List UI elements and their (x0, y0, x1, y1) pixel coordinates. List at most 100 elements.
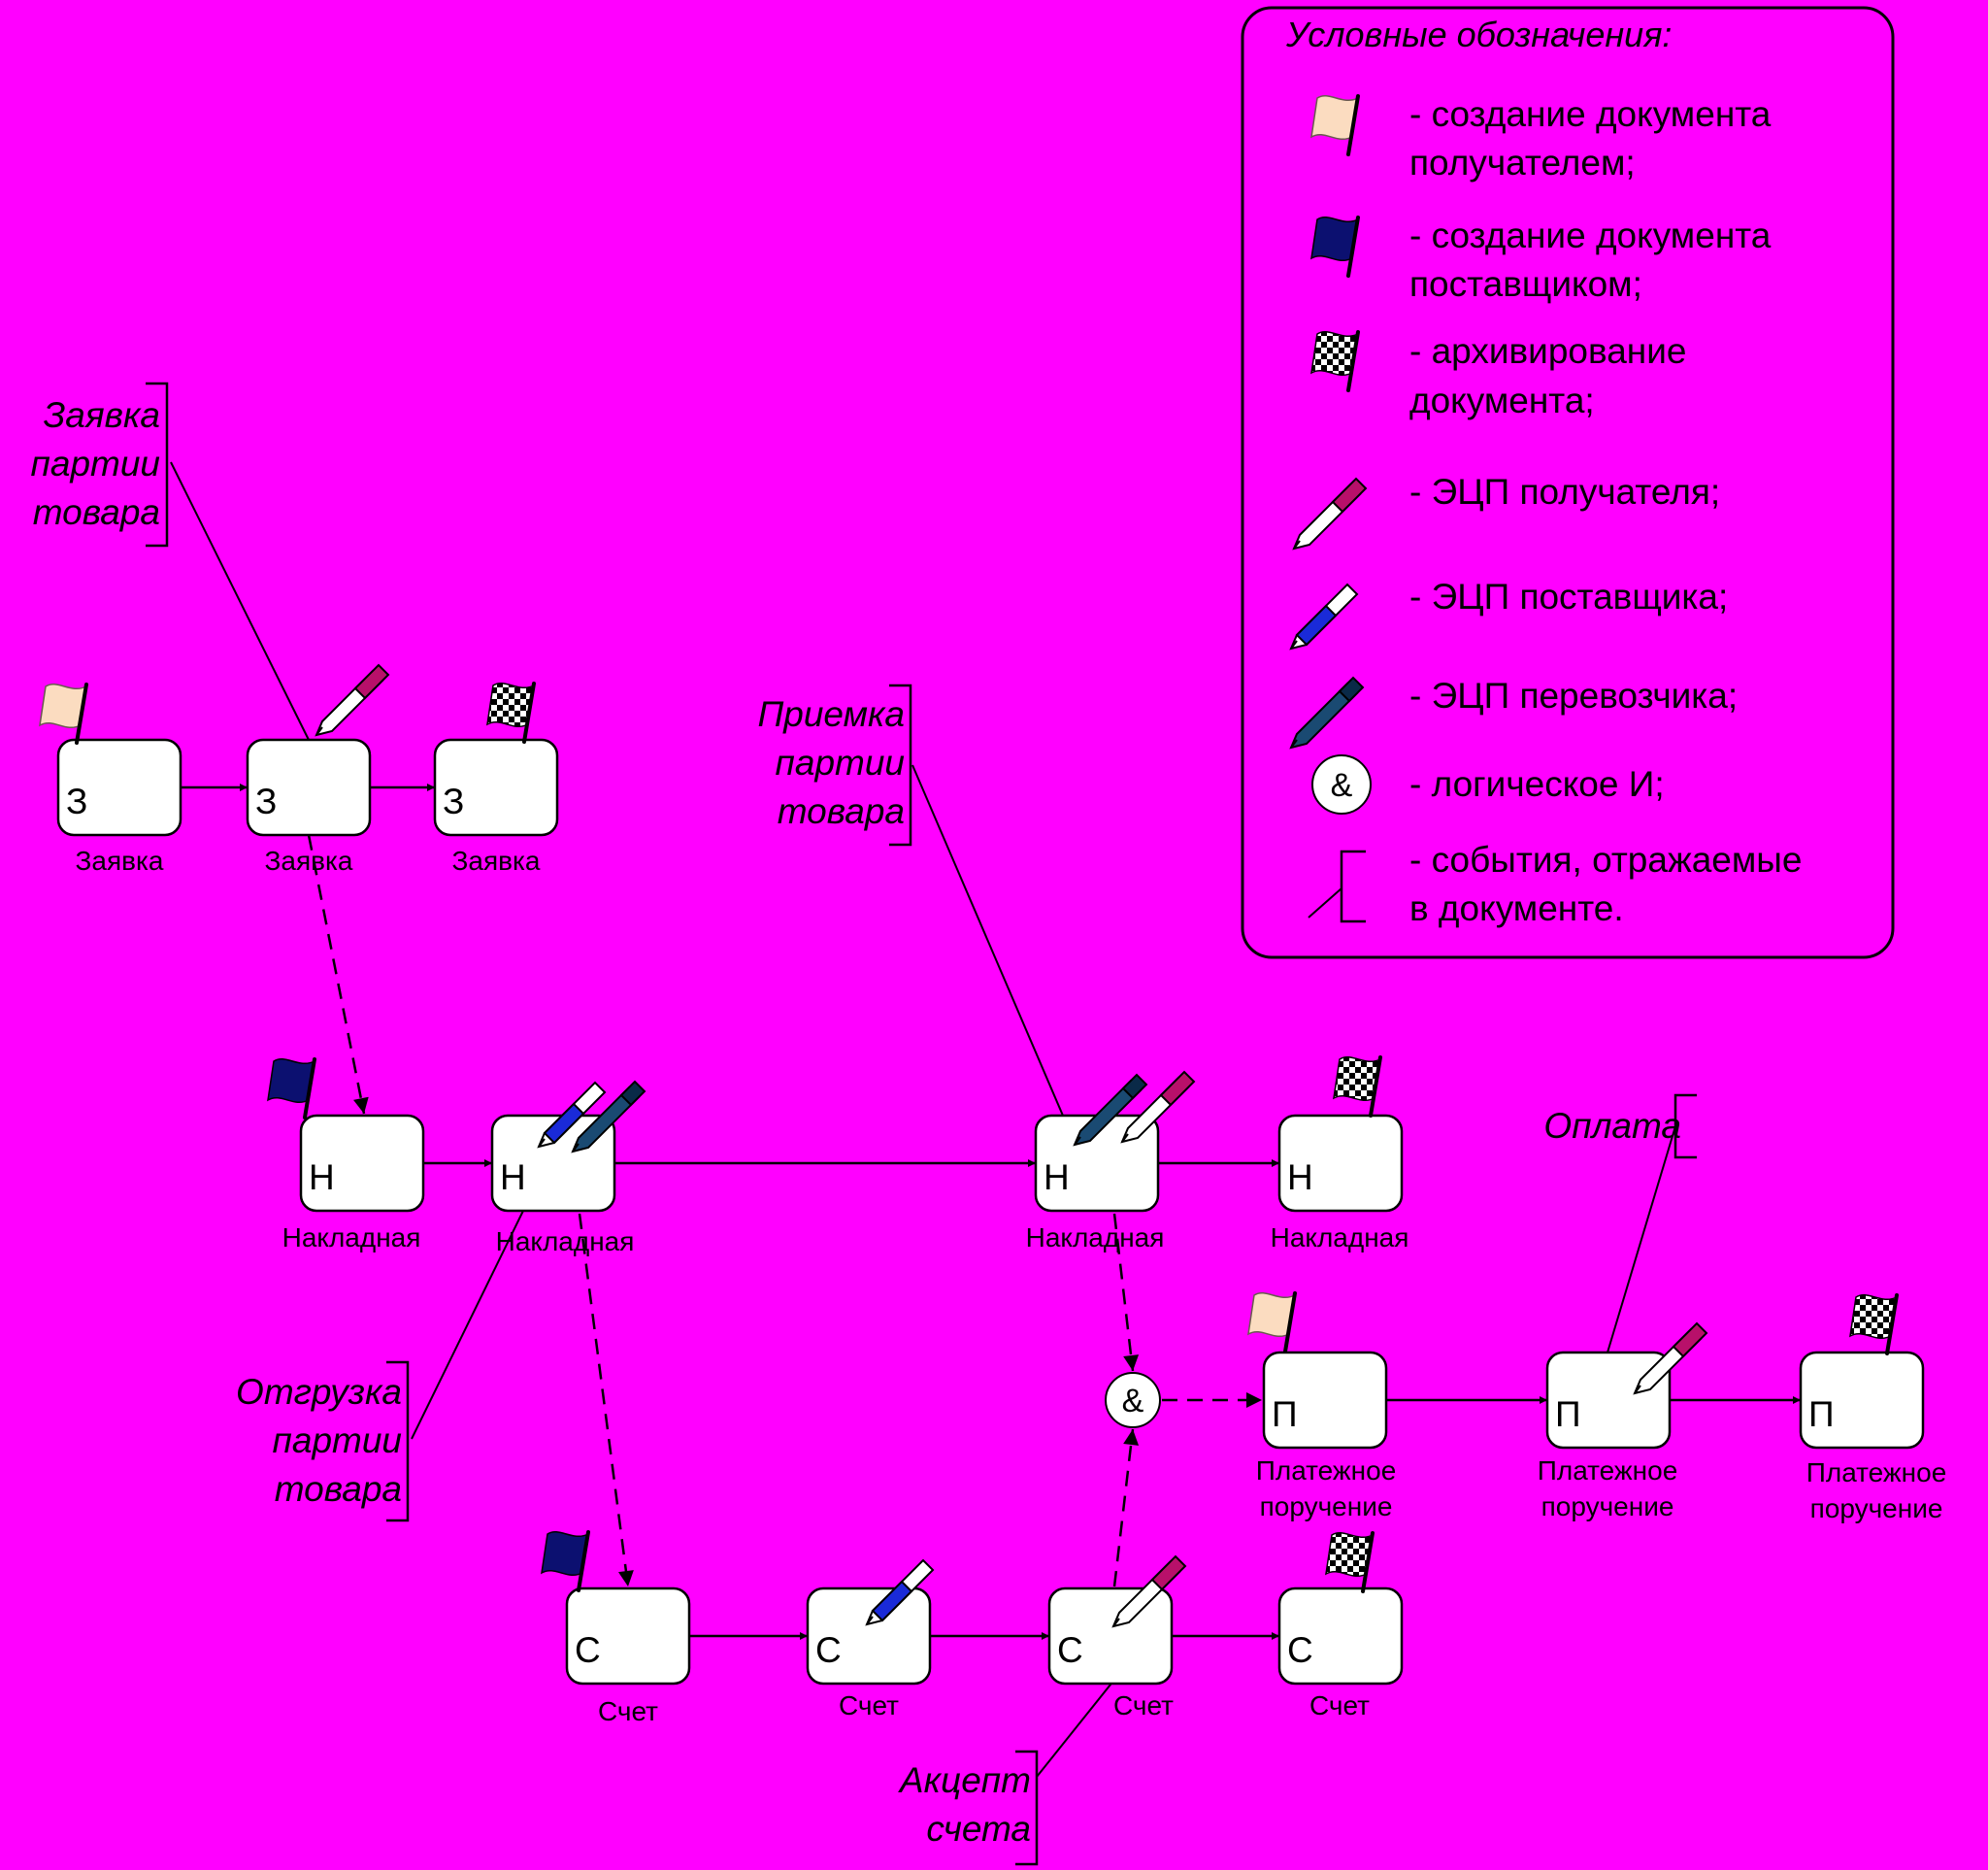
document-box (1545, 1351, 1672, 1450)
document-letter: С (815, 1630, 842, 1670)
legend-item-text: документа; (1409, 381, 1595, 420)
flag-navy-icon (1309, 215, 1360, 278)
legend-item-text: - архивирование (1409, 331, 1687, 371)
edge-z2-n1 (307, 834, 369, 1115)
pen-supplier-icon (1290, 584, 1358, 650)
annotation-text: Заявка (44, 395, 160, 435)
annotation-text: Оплата (1543, 1106, 1681, 1146)
document-node-n1: Н Накладная (266, 1056, 425, 1252)
legend-item-6: & (1311, 754, 1372, 815)
document-box (299, 1114, 425, 1213)
event-bracket (1015, 1750, 1039, 1866)
legend-item-text: - создание документа (1409, 94, 1772, 134)
flag-navy-icon (266, 1056, 316, 1119)
nodes: ЗЗаявкаЗЗаявкаЗЗаявкаННакладнаяННакладна… (38, 664, 1947, 1726)
document-letter: Н (309, 1157, 335, 1197)
document-label: Счет (598, 1696, 658, 1726)
document-letter: С (1057, 1630, 1083, 1670)
event-bracket (146, 382, 169, 548)
legend-title: Условные обозначения: (1285, 15, 1672, 54)
document-label: Счет (1309, 1690, 1370, 1720)
annotation-text: партии (776, 743, 906, 783)
legend-item-text: - события, отражаемые (1409, 840, 1802, 880)
and-gate-circle (1105, 1372, 1161, 1428)
document-box (565, 1586, 691, 1686)
document-box (1262, 1351, 1388, 1450)
event-annotation-4: Акцепт счета (898, 1679, 1115, 1866)
document-box (246, 738, 372, 837)
legend-item-text: поставщиком; (1409, 264, 1642, 304)
legend-item-3 (1293, 478, 1367, 550)
annotation-text: Акцепт (898, 1760, 1031, 1800)
document-node-z3: З Заявка (433, 681, 559, 876)
legend-item-2 (1309, 329, 1360, 392)
annotation-text: товара (33, 492, 160, 532)
flag-navy-icon (540, 1529, 590, 1592)
document-letter: З (443, 782, 464, 821)
document-letter: Н (1287, 1157, 1313, 1197)
document-label: Платежное (1256, 1455, 1397, 1486)
legend-item-1 (1309, 215, 1360, 278)
document-box (56, 738, 182, 837)
annotation-connector (411, 1210, 524, 1440)
document-box (1047, 1586, 1174, 1686)
event-bracket (889, 684, 912, 847)
document-label: Заявка (452, 846, 541, 876)
legend-item-text: - создание документа (1409, 216, 1772, 255)
document-box (806, 1586, 932, 1686)
document-letter: Н (500, 1157, 526, 1197)
annotation-text: товара (275, 1469, 402, 1509)
event-annotation-1: Приемка партии товара (757, 684, 1064, 1117)
document-box (1799, 1351, 1925, 1450)
document-box (1277, 1114, 1404, 1213)
legend-item-7 (1308, 850, 1366, 923)
document-letter: С (575, 1630, 601, 1670)
annotation-text: товара (778, 791, 905, 831)
event-annotation-3: Оплата (1543, 1093, 1697, 1353)
document-label: Счет (1113, 1690, 1174, 1720)
annotation-text: Приемка (757, 694, 905, 734)
pen-recipient-icon (315, 664, 389, 736)
document-letter: Н (1044, 1157, 1070, 1197)
legend-item-text: - ЭЦП получателя; (1409, 472, 1720, 512)
document-node-c4: С Счет (1277, 1530, 1404, 1720)
pen-recipient-icon (1293, 478, 1367, 550)
legend: Условные обозначения: & - создание докум… (1241, 6, 1895, 959)
annotation-text: счета (926, 1809, 1031, 1849)
edge-n2-c1 (578, 1213, 634, 1587)
document-letter: С (1287, 1630, 1313, 1670)
flag-checkered-icon (1848, 1292, 1899, 1355)
legend-item-text: в документе. (1409, 888, 1624, 928)
flag-peach-icon (38, 682, 88, 745)
legend-item-0 (1309, 93, 1360, 156)
document-label: Заявка (265, 846, 353, 876)
document-letter: З (66, 782, 87, 821)
document-letter: П (1272, 1394, 1298, 1434)
legend-item-5 (1290, 677, 1364, 749)
event-connector-icon (1308, 887, 1342, 918)
annotation-connector (170, 461, 310, 741)
annotation-connector (1036, 1679, 1115, 1778)
pen-carrier-icon (1290, 677, 1364, 749)
document-label: Накладная (282, 1222, 421, 1252)
annotation-connector (911, 764, 1064, 1117)
logical-and-symbol: & (1331, 767, 1353, 804)
flag-checkered-icon (485, 681, 536, 744)
edge-c3-and (1112, 1428, 1140, 1587)
logical-and-icon (1311, 754, 1372, 815)
legend-item-text: - ЭЦП перевозчика; (1409, 676, 1738, 716)
flag-checkered-icon (1332, 1054, 1382, 1118)
annotation-text: Отгрузка (236, 1372, 402, 1412)
document-letter: П (1808, 1394, 1835, 1434)
document-label: Накладная (1026, 1222, 1165, 1252)
document-label: Платежное (1806, 1457, 1947, 1487)
